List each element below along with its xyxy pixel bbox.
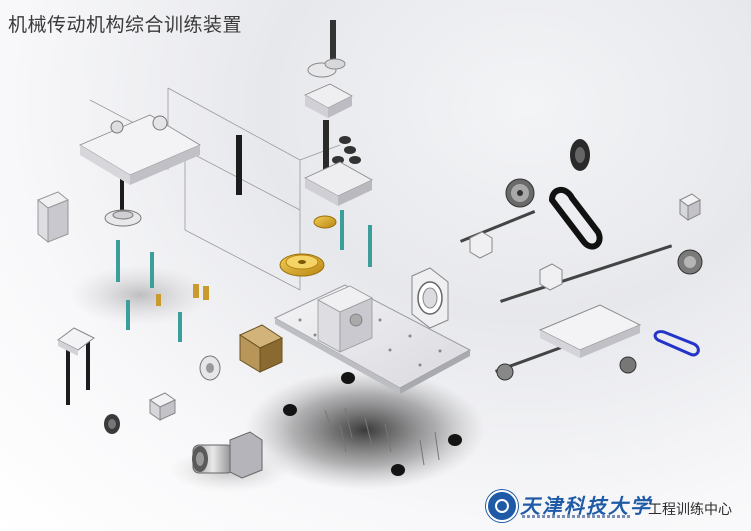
gold-gear [279, 215, 337, 277]
floor-shadow-left [70, 265, 210, 325]
footer: 天津科技大学 工程训练中心 [486, 488, 748, 526]
page-title: 机械传动机构综合训练装置 [8, 14, 243, 36]
dark-shafts [66, 135, 242, 405]
worm-gearbox [238, 324, 284, 373]
black-feet [283, 372, 462, 476]
left-lower-gear [104, 414, 120, 434]
bearing-ring-bracket [411, 267, 449, 329]
top-center-gear-stack [304, 20, 373, 206]
left-support-block [37, 191, 69, 244]
right-lower-bracket [538, 304, 642, 358]
floor-shadow-center [245, 370, 485, 490]
left-lower-bracket [57, 327, 95, 356]
center-bearing-block [317, 285, 373, 353]
right-upper-gear [505, 178, 535, 208]
left-pulley [104, 209, 142, 227]
blue-belt [653, 330, 700, 357]
university-logo-icon [486, 490, 518, 522]
engineering-center-name: 工程训练中心 [648, 502, 732, 518]
university-name: 天津科技大学 [520, 494, 652, 518]
lower-left-coupling [199, 355, 221, 381]
right-shaft-gear [677, 249, 703, 275]
right-small-blocks [469, 231, 563, 291]
right-lower-gear [496, 356, 637, 381]
lower-bearing-housing [149, 392, 176, 421]
teal-shafts [116, 210, 372, 342]
electric-motor [192, 431, 263, 479]
top-left-bracket [79, 114, 201, 185]
bolt-cluster [324, 407, 440, 466]
right-dark-wheel [570, 139, 590, 171]
black-chain [549, 187, 603, 250]
gold-small-blocks [156, 284, 209, 306]
university-english-name-line [522, 515, 632, 518]
right-support-block [679, 193, 701, 221]
